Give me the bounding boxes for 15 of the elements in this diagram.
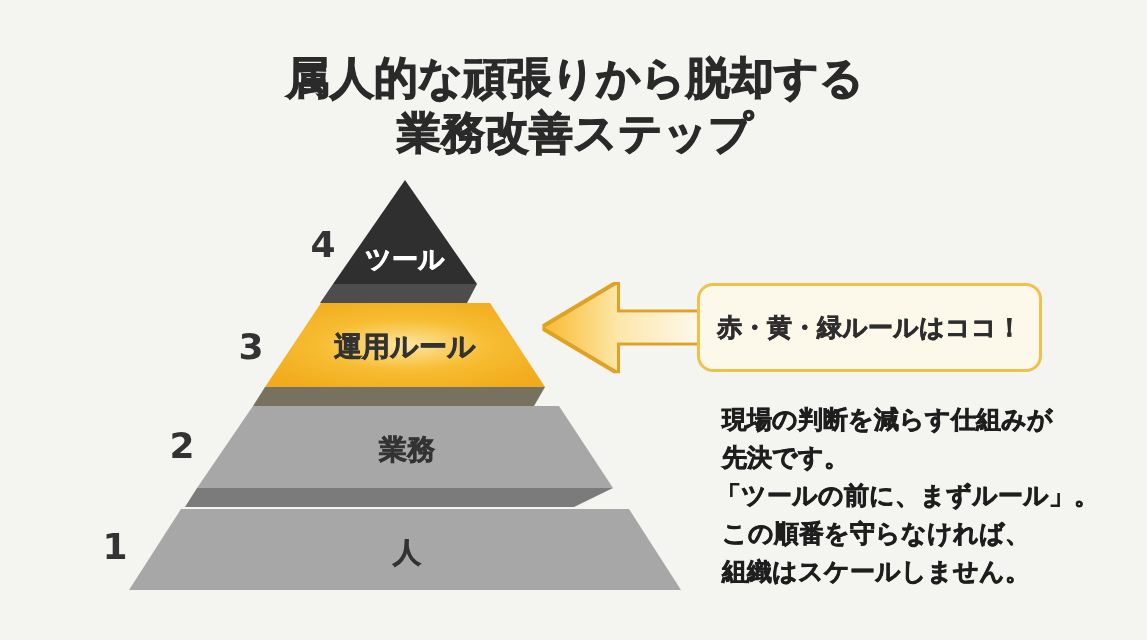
note-text: この順番を守らなければ、組織はスケールしません。 — [722, 518, 1031, 588]
note-text: 「ツールの前に、まずルール」。 — [716, 480, 1099, 512]
title: 属人的な頑張りから脱却する業務改善ステップ — [285, 51, 865, 160]
callout-box — [697, 283, 1042, 372]
layer-label: 業務 — [379, 433, 435, 467]
layer-label: ツール — [365, 245, 445, 275]
callout-text: 赤・黄・緑ルールはココ！ — [717, 312, 1022, 343]
step-number: 2 — [169, 428, 195, 464]
layer-label: 人 — [393, 536, 421, 570]
note-text: 現場の判断を減らす仕組みが先決です。 — [722, 404, 1054, 474]
step-number: 1 — [102, 529, 128, 565]
block-arrow — [545, 284, 697, 371]
layer-label: 運用ルール — [334, 330, 476, 364]
step-number: 3 — [238, 329, 264, 365]
step-number: 4 — [310, 227, 336, 263]
